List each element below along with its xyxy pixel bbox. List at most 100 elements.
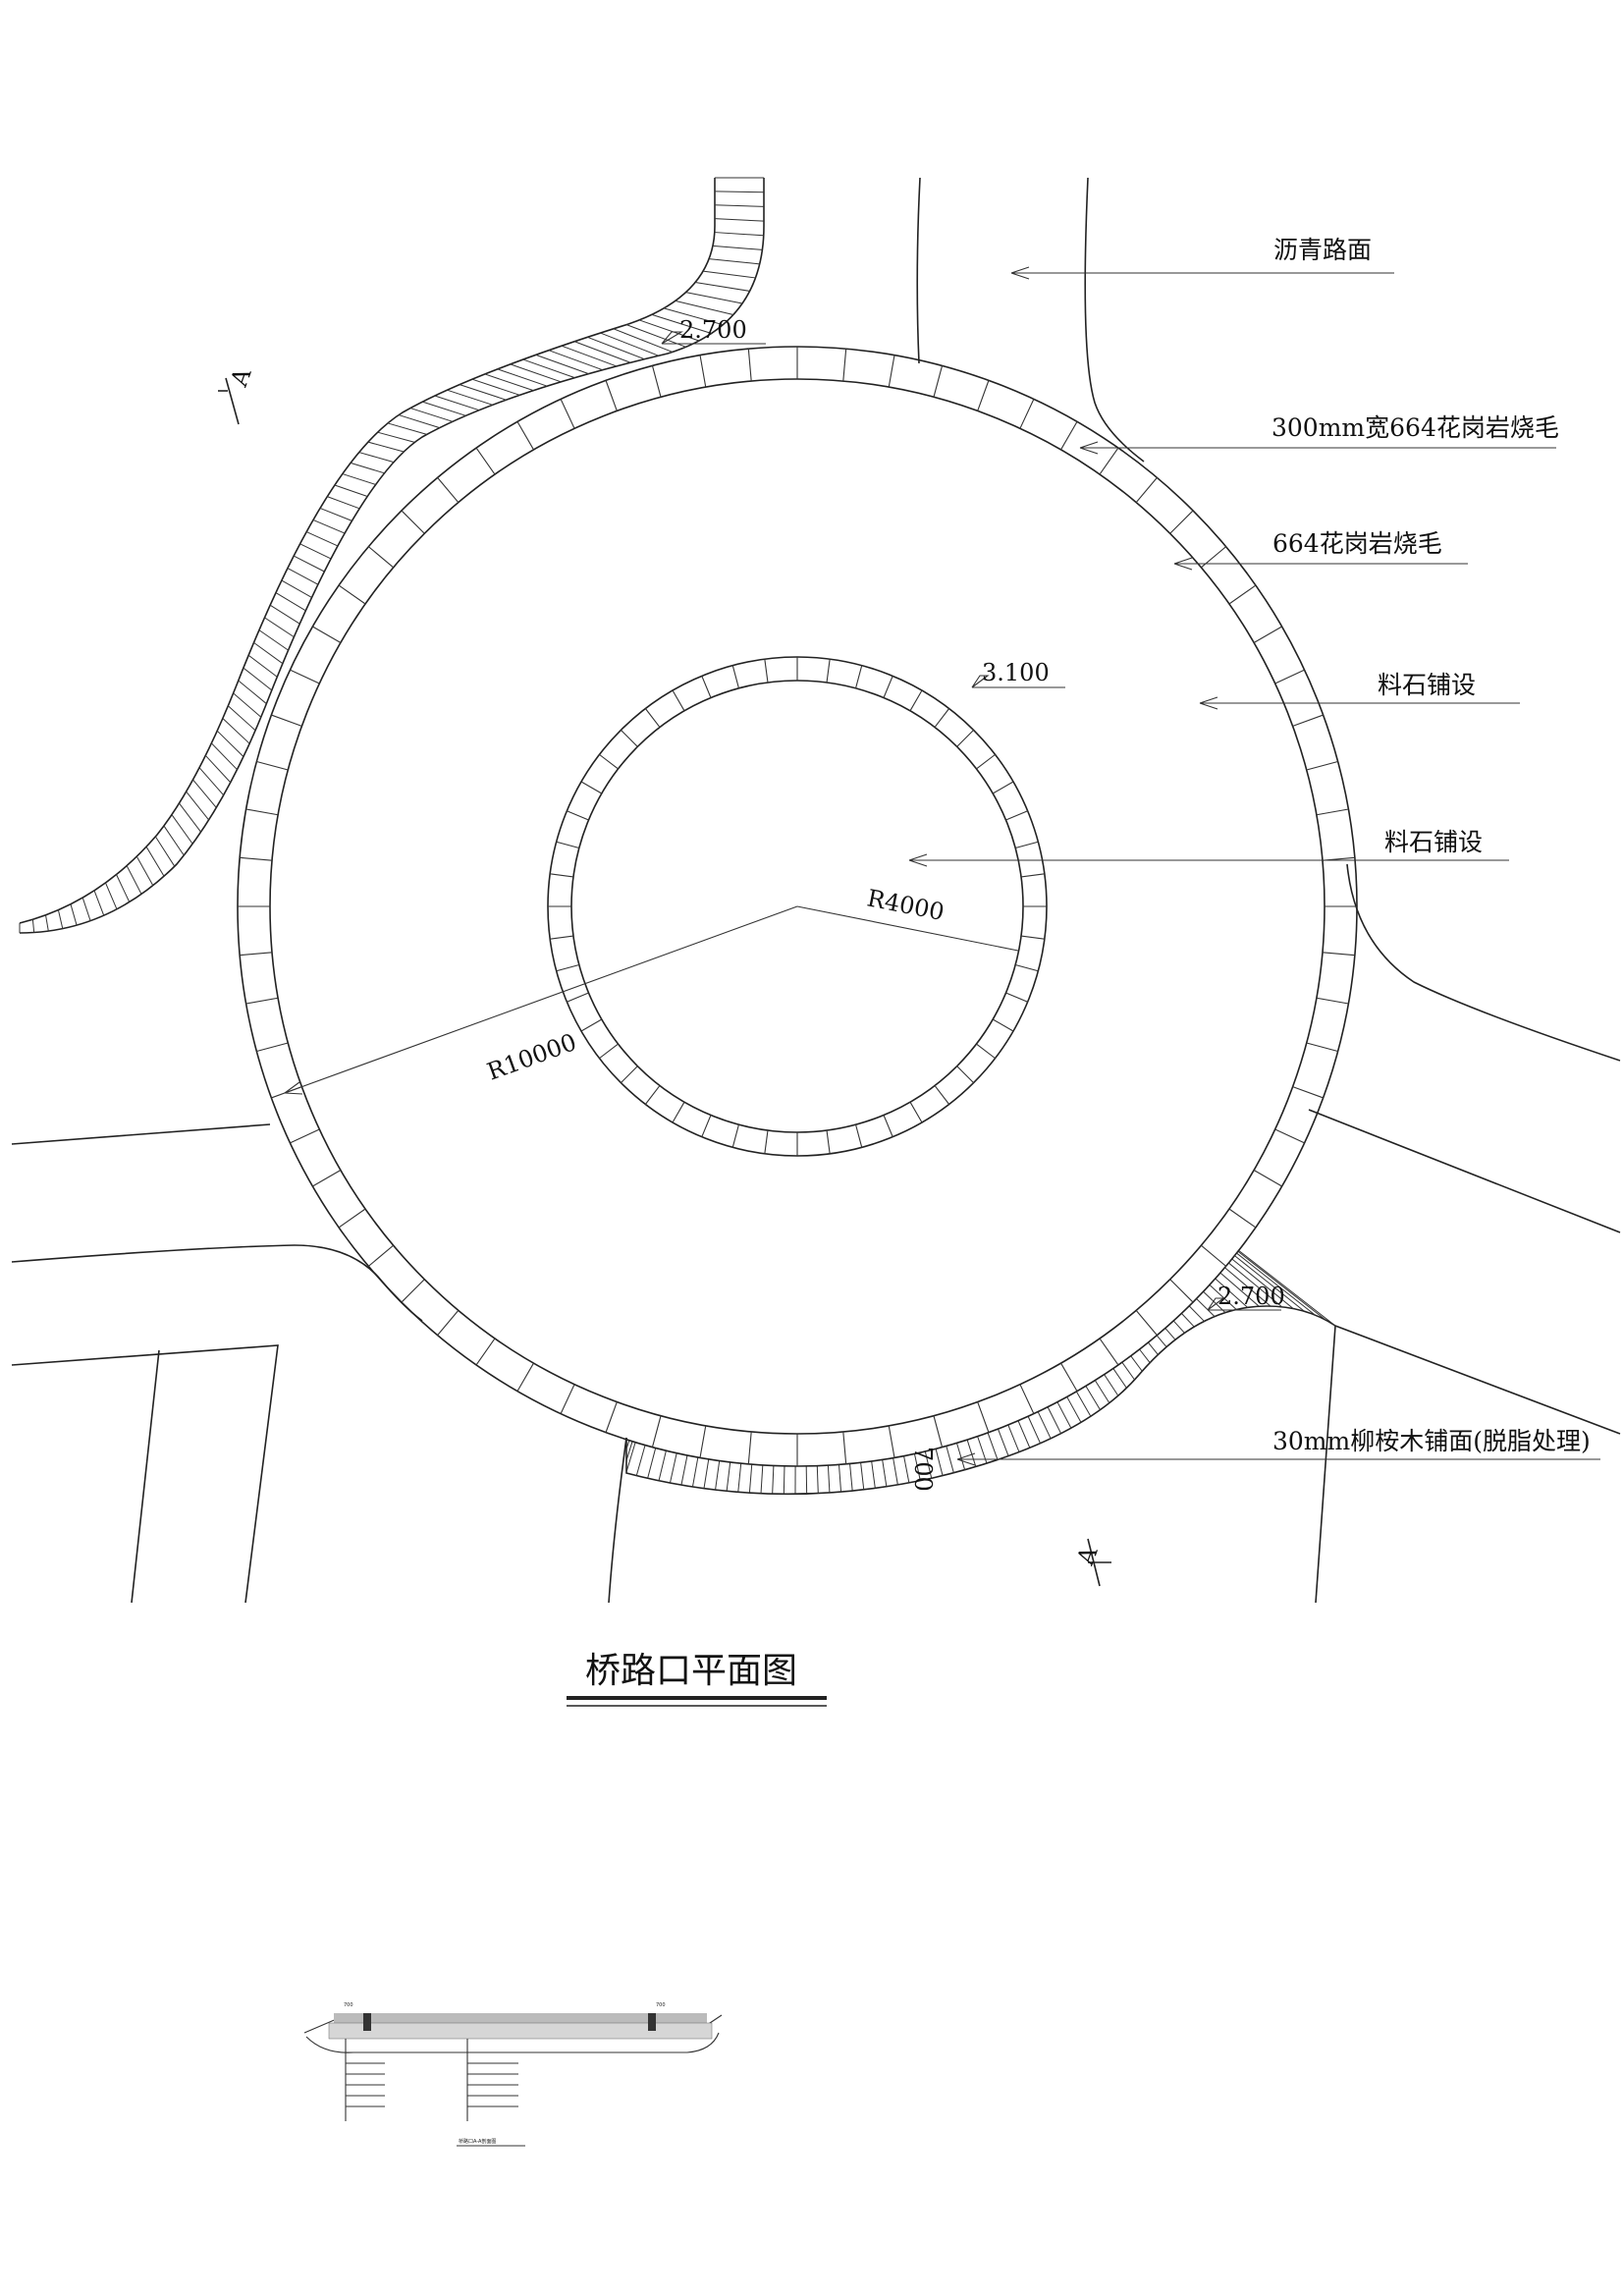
granite-joint bbox=[956, 1066, 974, 1083]
granite-joint bbox=[256, 1042, 289, 1053]
granite-joint bbox=[764, 659, 769, 683]
granite-joint bbox=[560, 399, 575, 429]
road-edge-east-lower bbox=[1308, 1109, 1621, 1233]
wood-deck-hatch bbox=[691, 1456, 699, 1488]
granite-joint bbox=[699, 355, 707, 388]
granite-joint bbox=[338, 1208, 366, 1229]
wood-deck-hatch bbox=[350, 462, 385, 474]
granite-joint bbox=[1135, 1310, 1158, 1336]
granite-joint bbox=[401, 510, 425, 534]
label-granite-300: 300mm宽664花岗岩烧毛 bbox=[1271, 413, 1559, 442]
granite-joint bbox=[644, 708, 661, 728]
radius-dimensions: R4000 R10000 bbox=[284, 884, 1019, 1095]
wood-deck-hatch bbox=[587, 336, 645, 360]
wood-deck-hatch bbox=[434, 395, 480, 411]
wood-deck-hatch bbox=[703, 1458, 710, 1489]
section-paving-layer bbox=[334, 2013, 707, 2023]
wood-deck-hatch bbox=[685, 292, 743, 304]
wood-deck-hatch bbox=[398, 414, 440, 429]
granite-joint bbox=[854, 1124, 863, 1148]
granite-joint bbox=[567, 810, 589, 821]
leader-stone-inner-arrow bbox=[908, 853, 928, 867]
wood-deck-hatch bbox=[816, 1465, 819, 1494]
wood-deck-hatch bbox=[535, 354, 589, 375]
granite-joint bbox=[842, 1431, 847, 1464]
granite-joint bbox=[240, 952, 273, 957]
wood-deck-hatch bbox=[737, 1463, 742, 1493]
wood-deck-hatch bbox=[192, 779, 217, 808]
granite-joint bbox=[747, 349, 752, 382]
wood-deck-hatch bbox=[1104, 1374, 1119, 1396]
width-700-label: 700 bbox=[909, 1447, 937, 1492]
granite-joint bbox=[368, 1244, 394, 1267]
wood-deck-hatch bbox=[1172, 1320, 1185, 1334]
wood-deck-hatch bbox=[651, 313, 712, 334]
wood-deck-hatch bbox=[548, 350, 603, 371]
wood-deck-hatch bbox=[409, 408, 454, 422]
wood-deck-hatch bbox=[860, 1462, 865, 1490]
road-edge-southwest-inner bbox=[11, 1344, 279, 1604]
wood-deck-hatch bbox=[312, 519, 346, 534]
granite-joint bbox=[1201, 546, 1226, 569]
wood-deck-hatch bbox=[281, 579, 312, 598]
wood-deck-hatch bbox=[635, 1445, 646, 1476]
wood-deck-hatch bbox=[522, 358, 575, 379]
wood-deck-hatch bbox=[600, 332, 659, 356]
granite-joint bbox=[1019, 1384, 1035, 1414]
wood-deck-hatch bbox=[154, 836, 176, 867]
wood-deck-hatch bbox=[45, 914, 49, 932]
leader-granite-arrow bbox=[1173, 557, 1193, 571]
label-stone-outer: 料石铺设 bbox=[1378, 671, 1476, 699]
granite-joint bbox=[1135, 477, 1158, 503]
wood-deck-hatch bbox=[186, 791, 210, 821]
wood-deck-band-south bbox=[625, 1305, 1336, 1496]
wood-deck-hatch bbox=[680, 1454, 688, 1486]
granite-joint bbox=[550, 873, 574, 878]
granite-joint bbox=[934, 1085, 950, 1105]
road-edge-west-upper bbox=[11, 1123, 271, 1145]
wood-deck-hatch bbox=[573, 341, 631, 363]
wood-deck-hatch bbox=[1121, 1361, 1135, 1381]
wood-deck-hatch bbox=[966, 1439, 977, 1467]
leader-granite-300-arrow bbox=[1079, 441, 1099, 455]
wood-deck-hatch bbox=[422, 401, 466, 416]
granite-joint bbox=[731, 1124, 740, 1148]
granite-joint bbox=[516, 1362, 534, 1392]
granite-joint bbox=[599, 1043, 619, 1060]
wood-deck-hatch bbox=[358, 452, 395, 464]
granite-joint bbox=[1253, 1170, 1282, 1187]
wood-deck-hatch bbox=[93, 890, 105, 916]
wood-deck-hatch bbox=[658, 1450, 667, 1481]
wood-deck-hatch bbox=[838, 1464, 842, 1493]
granite-joint bbox=[701, 676, 712, 698]
road-edge-south-right bbox=[1315, 1325, 1336, 1604]
granite-joint bbox=[1322, 952, 1355, 957]
wood-deck-hatch bbox=[871, 1460, 876, 1489]
road-edges bbox=[11, 177, 1621, 1604]
elev-top-triangle bbox=[661, 331, 683, 345]
granite-joint bbox=[1228, 1208, 1257, 1229]
granite-joint bbox=[764, 1129, 769, 1154]
wood-deck-hatch bbox=[638, 319, 700, 342]
wood-deck-hatch bbox=[849, 1463, 853, 1492]
section-dim-right: 700 bbox=[656, 2002, 666, 2008]
wood-deck-hatch bbox=[913, 1453, 921, 1481]
granite-joint bbox=[934, 708, 950, 728]
granite-joint bbox=[245, 808, 279, 816]
label-wood-deck: 30mm柳桉木铺面(脱脂处理) bbox=[1272, 1427, 1591, 1455]
wood-deck-hatch bbox=[1075, 1391, 1092, 1417]
wood-deck-hatch bbox=[105, 882, 118, 909]
wood-deck-hatch bbox=[198, 767, 225, 795]
granite-joint bbox=[599, 753, 619, 770]
section-curb-left bbox=[363, 2013, 371, 2031]
granite-joint bbox=[1020, 873, 1045, 878]
wood-deck-hatch bbox=[1112, 1368, 1127, 1389]
wood-deck-hatch bbox=[827, 1465, 831, 1493]
granite-joint bbox=[338, 584, 366, 605]
granite-joint bbox=[556, 963, 579, 972]
granite-joint bbox=[1316, 808, 1349, 816]
granite-joint bbox=[240, 856, 273, 861]
granite-joint bbox=[1274, 1128, 1305, 1144]
granite-joint bbox=[1306, 1042, 1338, 1053]
